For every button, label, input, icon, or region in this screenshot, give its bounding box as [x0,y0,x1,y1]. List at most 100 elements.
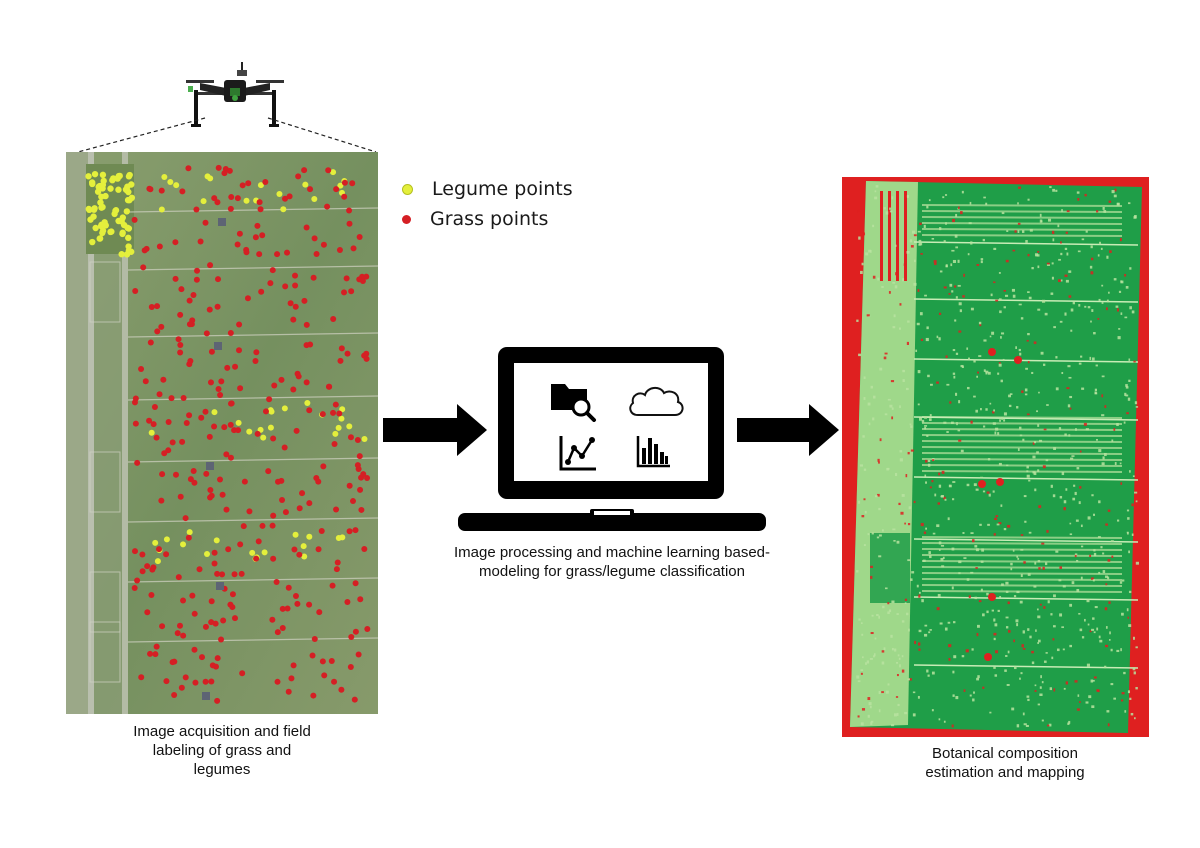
map-speck [889,404,893,408]
grass-point [178,286,185,293]
grass-point [262,179,269,186]
grass-point [315,478,322,485]
map-speck [1016,623,1019,627]
map-speck [865,252,869,256]
map-speck [888,291,891,294]
map-speck [1059,495,1063,499]
map-speck [1127,690,1131,694]
map-speck [937,593,941,597]
map-speck [1111,439,1114,442]
map-speck [863,498,866,501]
sample-marker [206,462,214,470]
map-speck [1074,553,1078,556]
map-speck [992,422,996,425]
map-speck [1046,262,1050,265]
grass-point [228,194,235,201]
map-speck [957,259,960,263]
map-speck [956,422,958,426]
map-speck [1131,503,1134,507]
map-speck [1023,723,1027,726]
map-speck [923,224,926,228]
map-plot-divider [913,538,1139,543]
map-speck [985,372,988,375]
grass-point [176,622,183,629]
map-speck [987,371,991,375]
map-speck [973,359,976,363]
map-speck [949,484,951,487]
grass-point [172,275,179,282]
map-speck [899,303,902,306]
map-speck [980,258,984,261]
map-speck [872,275,876,279]
grass-point [343,275,350,282]
map-speck [913,259,916,263]
grass-point [346,220,353,227]
map-speck [1092,679,1095,682]
grass-point [274,629,281,636]
grass-point [224,364,231,371]
plot-boundary [127,457,378,463]
map-speck [1117,519,1120,522]
map-row [921,422,1123,425]
legend-legume: Legume points [402,178,573,200]
grass-point [288,675,295,682]
map-speck [1066,210,1070,213]
grass-point [190,292,197,299]
map-speck [953,621,956,624]
map-speck [982,686,985,689]
classification-map [842,177,1149,737]
map-speck [939,270,943,273]
map-speck [1087,306,1091,309]
map-speck [872,417,875,421]
grass-point [337,357,344,364]
map-speck [955,352,959,355]
map-speck [1022,647,1026,650]
map-speck [986,491,990,494]
map-speck [1038,639,1041,643]
map-speck [1089,265,1093,269]
map-speck [976,375,979,378]
grass-point [306,601,313,608]
map-speck [881,691,884,694]
map-speck [1111,555,1114,558]
map-speck [1069,603,1073,607]
map-speck [1027,291,1030,294]
map-speck [1043,660,1047,663]
grass-point [355,651,362,658]
map-speck [1118,328,1121,330]
map-speck [1086,663,1091,667]
map-speck [909,423,912,426]
map-row [921,204,1123,207]
map-speck [863,544,866,547]
map-speck [994,431,997,435]
legume-point [330,169,337,176]
map-speck [876,614,879,617]
map-speck [1127,397,1131,401]
map-speck [913,282,917,286]
map-speck [927,674,930,677]
map-speck [887,611,890,615]
grass-point [234,241,241,248]
map-speck [947,621,951,624]
caption-mapping: Botanical composition estimation and map… [870,744,1140,782]
map-speck [929,383,933,386]
map-speck [1036,451,1039,454]
map-speck [1063,500,1067,504]
map-speck [1104,607,1108,611]
map-speck [903,263,907,266]
map-speck [1039,213,1042,217]
grass-point [336,410,343,417]
map-speck [1028,479,1031,482]
map-speck [881,529,884,532]
map-speck [1135,500,1138,503]
map-speck [958,572,961,575]
map-speck [901,655,904,658]
grass-point [306,500,313,507]
legume-point [186,529,193,536]
grass-point [253,349,260,356]
map-speck [1090,320,1092,323]
map-speck [918,594,921,598]
map-speck [860,669,864,671]
grass-point [246,508,253,515]
map-speck [966,483,970,487]
